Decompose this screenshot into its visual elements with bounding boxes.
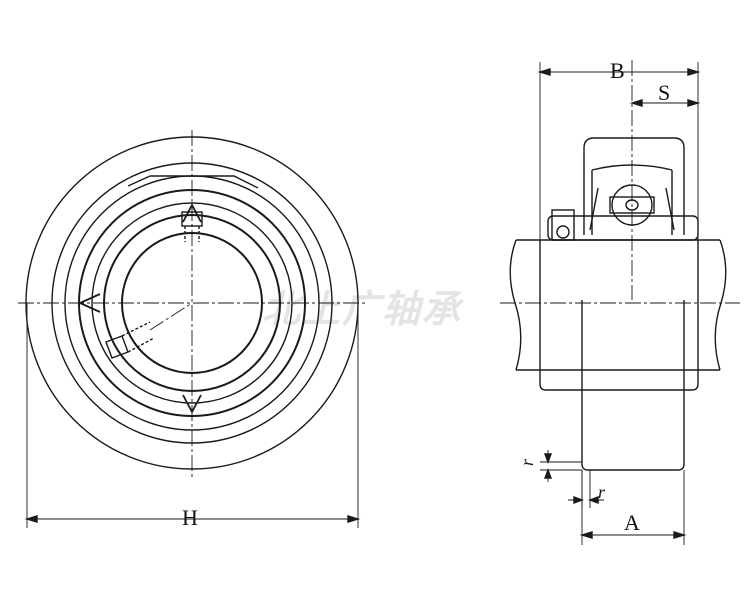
dimension-label-b: B bbox=[610, 58, 625, 83]
watermark: 北上广轴承 bbox=[262, 287, 463, 331]
dimension-label-h: H bbox=[182, 505, 198, 530]
dimension-label-r-vertical: r bbox=[517, 458, 538, 467]
dimension-label-r-horizontal: r bbox=[598, 482, 606, 502]
side-view bbox=[500, 60, 740, 545]
dimension-label-s: S bbox=[658, 80, 671, 105]
front-view bbox=[18, 130, 366, 528]
dimension-label-a: A bbox=[624, 510, 640, 535]
